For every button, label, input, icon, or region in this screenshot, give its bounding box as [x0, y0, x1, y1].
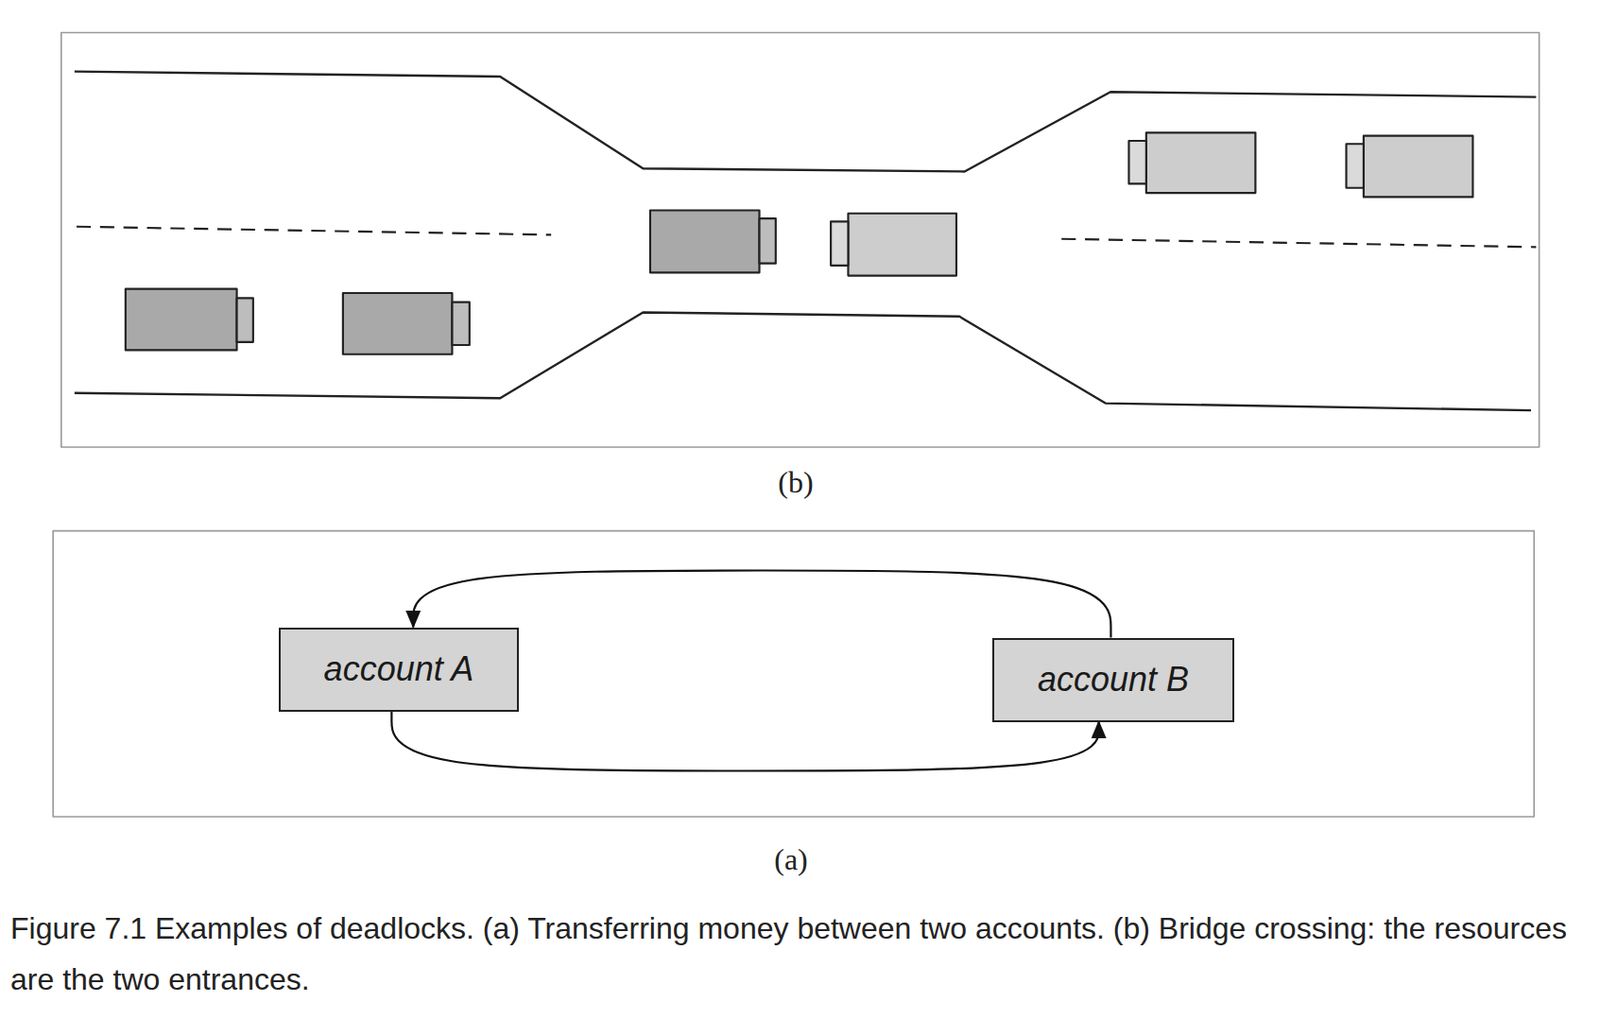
car-cab: [1128, 140, 1146, 184]
road-edge: [74, 71, 1537, 173]
account-box: account B: [992, 637, 1235, 723]
account-name: account A: [324, 649, 475, 689]
road-edge: [74, 311, 1532, 411]
car: [343, 292, 453, 355]
car-cab: [759, 218, 776, 264]
car-cab: [451, 302, 469, 345]
car: [125, 289, 238, 351]
panel-letter: (a): [774, 842, 809, 878]
car: [1146, 132, 1256, 193]
panel-frame: [61, 33, 1540, 448]
panel-frame: [52, 531, 1534, 817]
figure-caption: Figure 7.1 Examples of deadlocks. (a) Tr…: [10, 902, 1584, 1005]
car-cab: [1346, 143, 1364, 188]
car: [1363, 136, 1474, 198]
lane-divider: [1061, 239, 1536, 248]
account-name: account B: [1037, 659, 1189, 700]
car-cab: [830, 221, 848, 265]
panel-letter: (b): [777, 464, 813, 500]
account-box: account A: [278, 627, 519, 712]
car: [650, 209, 760, 273]
car: [847, 213, 956, 276]
car-cab: [237, 297, 254, 342]
lane-divider: [76, 226, 551, 236]
